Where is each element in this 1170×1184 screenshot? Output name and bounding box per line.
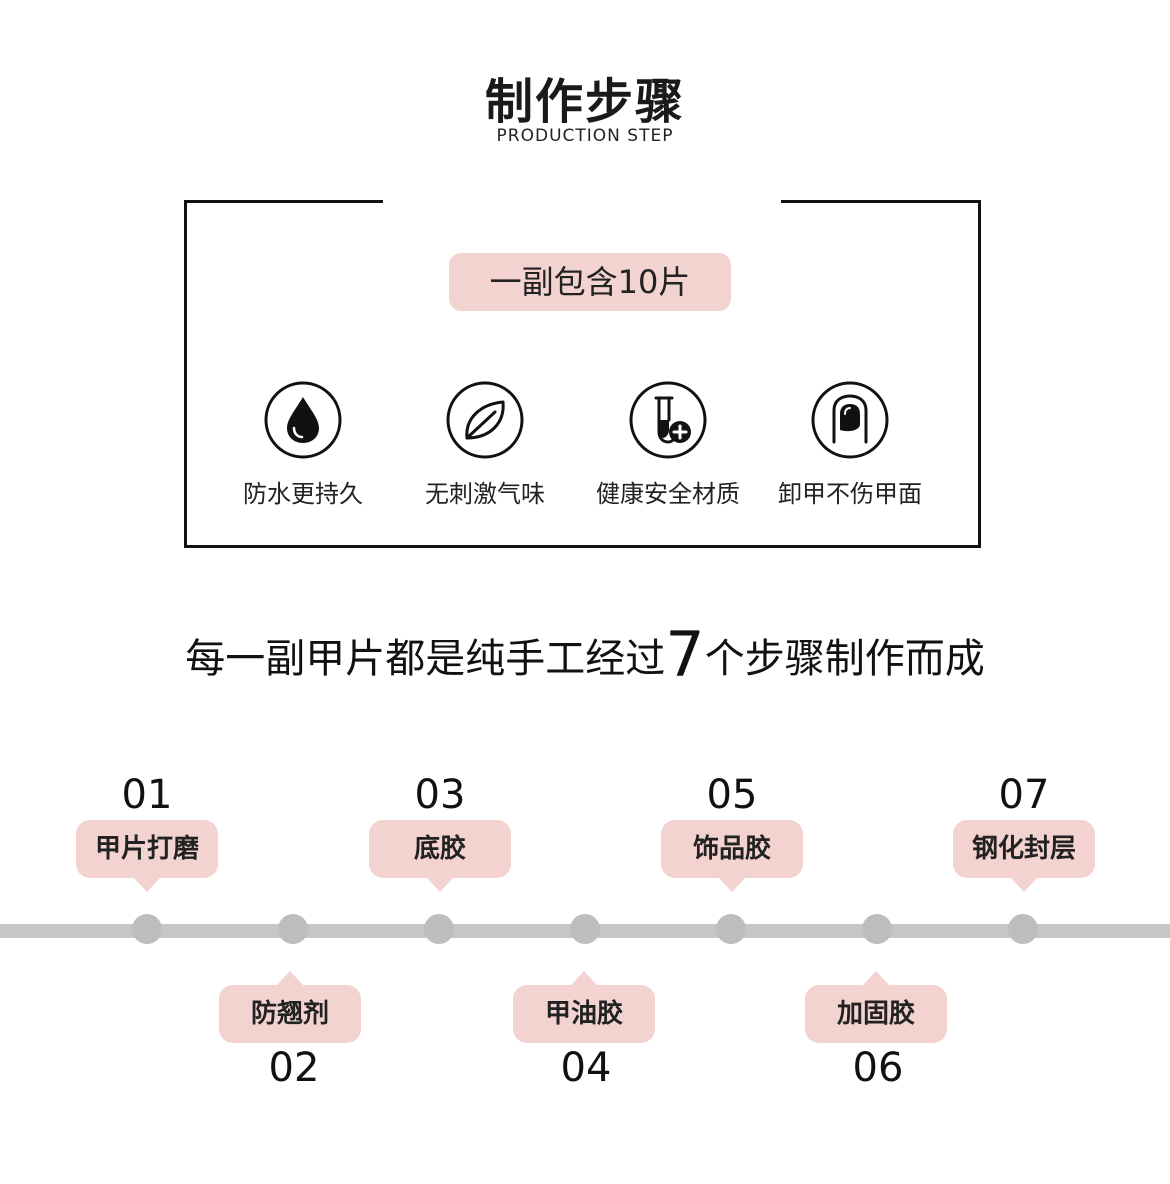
timeline-dot — [862, 914, 892, 944]
step-label-6: 加固胶 — [805, 971, 947, 1043]
water-drop-icon — [264, 381, 342, 459]
feature-label: 无刺激气味 — [425, 480, 545, 508]
step-number-3: 03 — [414, 772, 466, 818]
timeline-dot — [132, 914, 162, 944]
box-bottom-line — [184, 545, 981, 548]
nail-icon — [811, 381, 889, 459]
timeline-dot — [716, 914, 746, 944]
timeline-dot — [570, 914, 600, 944]
headline-before: 每一副甲片都是纯手工经过 — [185, 636, 666, 682]
feature-waterproof: 防水更持久 — [215, 380, 391, 509]
step-label-2: 防翘剂 — [219, 971, 361, 1043]
feature-nail-safe: 卸甲不伤甲面 — [762, 380, 938, 509]
box-right-line — [978, 200, 981, 548]
feature-label: 卸甲不伤甲面 — [778, 480, 922, 508]
feature-box — [184, 200, 981, 548]
page-title: 制作步骤 — [484, 74, 685, 130]
test-tube-plus-icon — [629, 381, 707, 459]
headline-number: 7 — [665, 618, 705, 691]
step-number-6: 06 — [852, 1045, 904, 1091]
headline-after: 个步骤制作而成 — [704, 636, 985, 682]
step-number-7: 07 — [998, 772, 1050, 818]
step-label-7: 钢化封层 — [953, 820, 1095, 892]
step-label-1: 甲片打磨 — [76, 820, 218, 892]
step-number-2: 02 — [268, 1045, 320, 1091]
step-number-1: 01 — [121, 772, 173, 818]
headline: 每一副甲片都是纯手工经过7个步骤制作而成 — [0, 618, 1170, 691]
box-top-right-line — [781, 200, 981, 203]
leaf-icon — [446, 381, 524, 459]
timeline-dot — [1008, 914, 1038, 944]
timeline-dot — [424, 914, 454, 944]
timeline-dot — [278, 914, 308, 944]
feature-no-odor: 无刺激气味 — [397, 380, 573, 509]
step-number-4: 04 — [560, 1045, 612, 1091]
feature-label: 健康安全材质 — [596, 480, 740, 508]
step-label-5: 饰品胶 — [661, 820, 803, 892]
box-top-left-line — [184, 200, 383, 203]
step-number-5: 05 — [706, 772, 758, 818]
pieces-badge: 一副包含10片 — [449, 253, 731, 311]
feature-label: 防水更持久 — [243, 480, 363, 508]
page-subtitle: PRODUCTION STEP — [496, 126, 674, 146]
step-label-4: 甲油胶 — [513, 971, 655, 1043]
step-label-3: 底胶 — [369, 820, 511, 892]
feature-safe-material: 健康安全材质 — [580, 380, 756, 509]
box-left-line — [184, 200, 187, 548]
